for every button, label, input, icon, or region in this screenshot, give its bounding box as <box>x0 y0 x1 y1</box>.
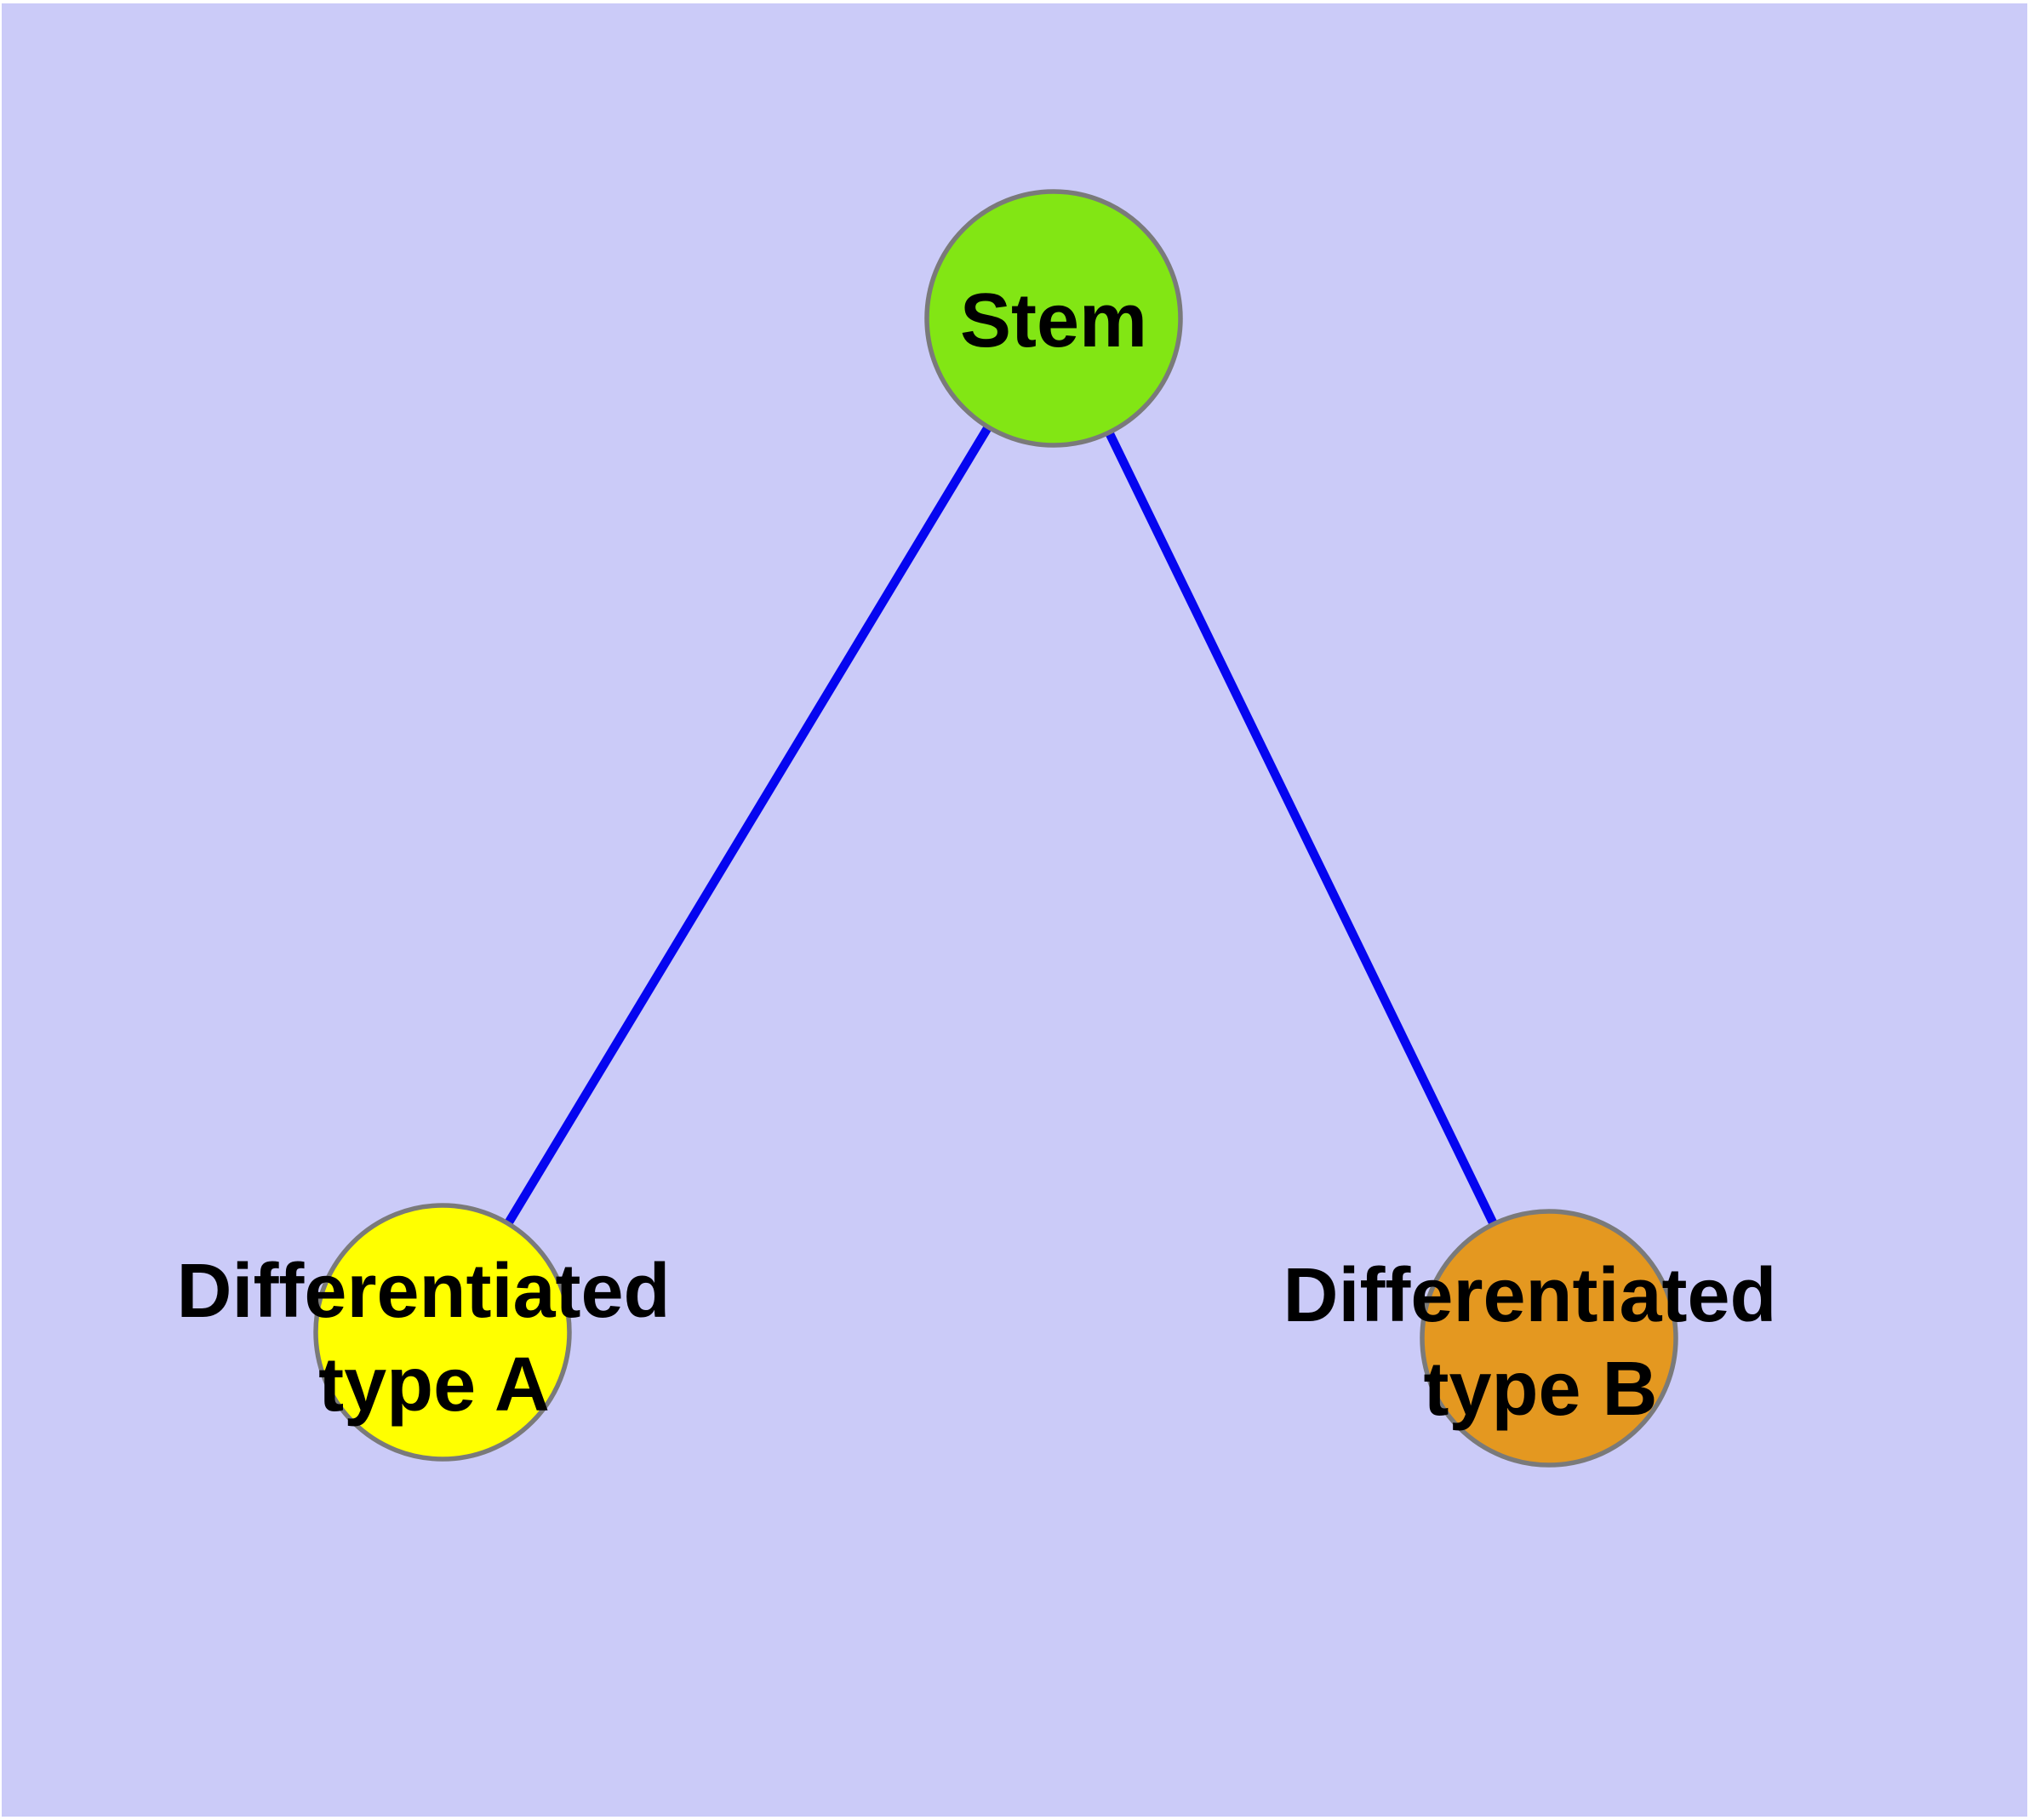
node-typeA-label: Differentiated type A <box>176 1249 691 1428</box>
node-stem-circle <box>924 189 1183 448</box>
edge-stem-to-typeB <box>1049 316 1553 1341</box>
node-typeA-label-line1: Differentiated <box>176 1249 670 1334</box>
node-typeB-label: Differentiated type B <box>1283 1253 1798 1432</box>
node-stem-label: Stem <box>960 278 1147 363</box>
node-typeB-label-line2: type B <box>1423 1347 1657 1432</box>
node-typeB-circle <box>1420 1209 1678 1468</box>
node-differentiated-type-a: Differentiated type A <box>176 1203 691 1462</box>
node-differentiated-type-b: Differentiated type B <box>1283 1209 1798 1468</box>
edge-stem-to-typeA <box>438 316 1058 1335</box>
node-stem: Stem <box>924 189 1183 448</box>
node-typeB-label-line1: Differentiated <box>1283 1253 1776 1338</box>
node-typeA-circle <box>313 1203 572 1462</box>
node-typeA-label-line2: type A <box>318 1342 550 1428</box>
